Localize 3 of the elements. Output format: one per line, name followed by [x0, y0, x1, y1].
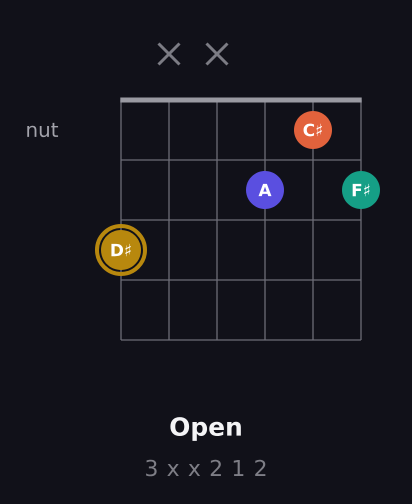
- title: Open: [170, 417, 241, 441]
- caption: 3 x x 2 1 2: [146, 460, 266, 476]
- label: nut: [27, 122, 58, 138]
